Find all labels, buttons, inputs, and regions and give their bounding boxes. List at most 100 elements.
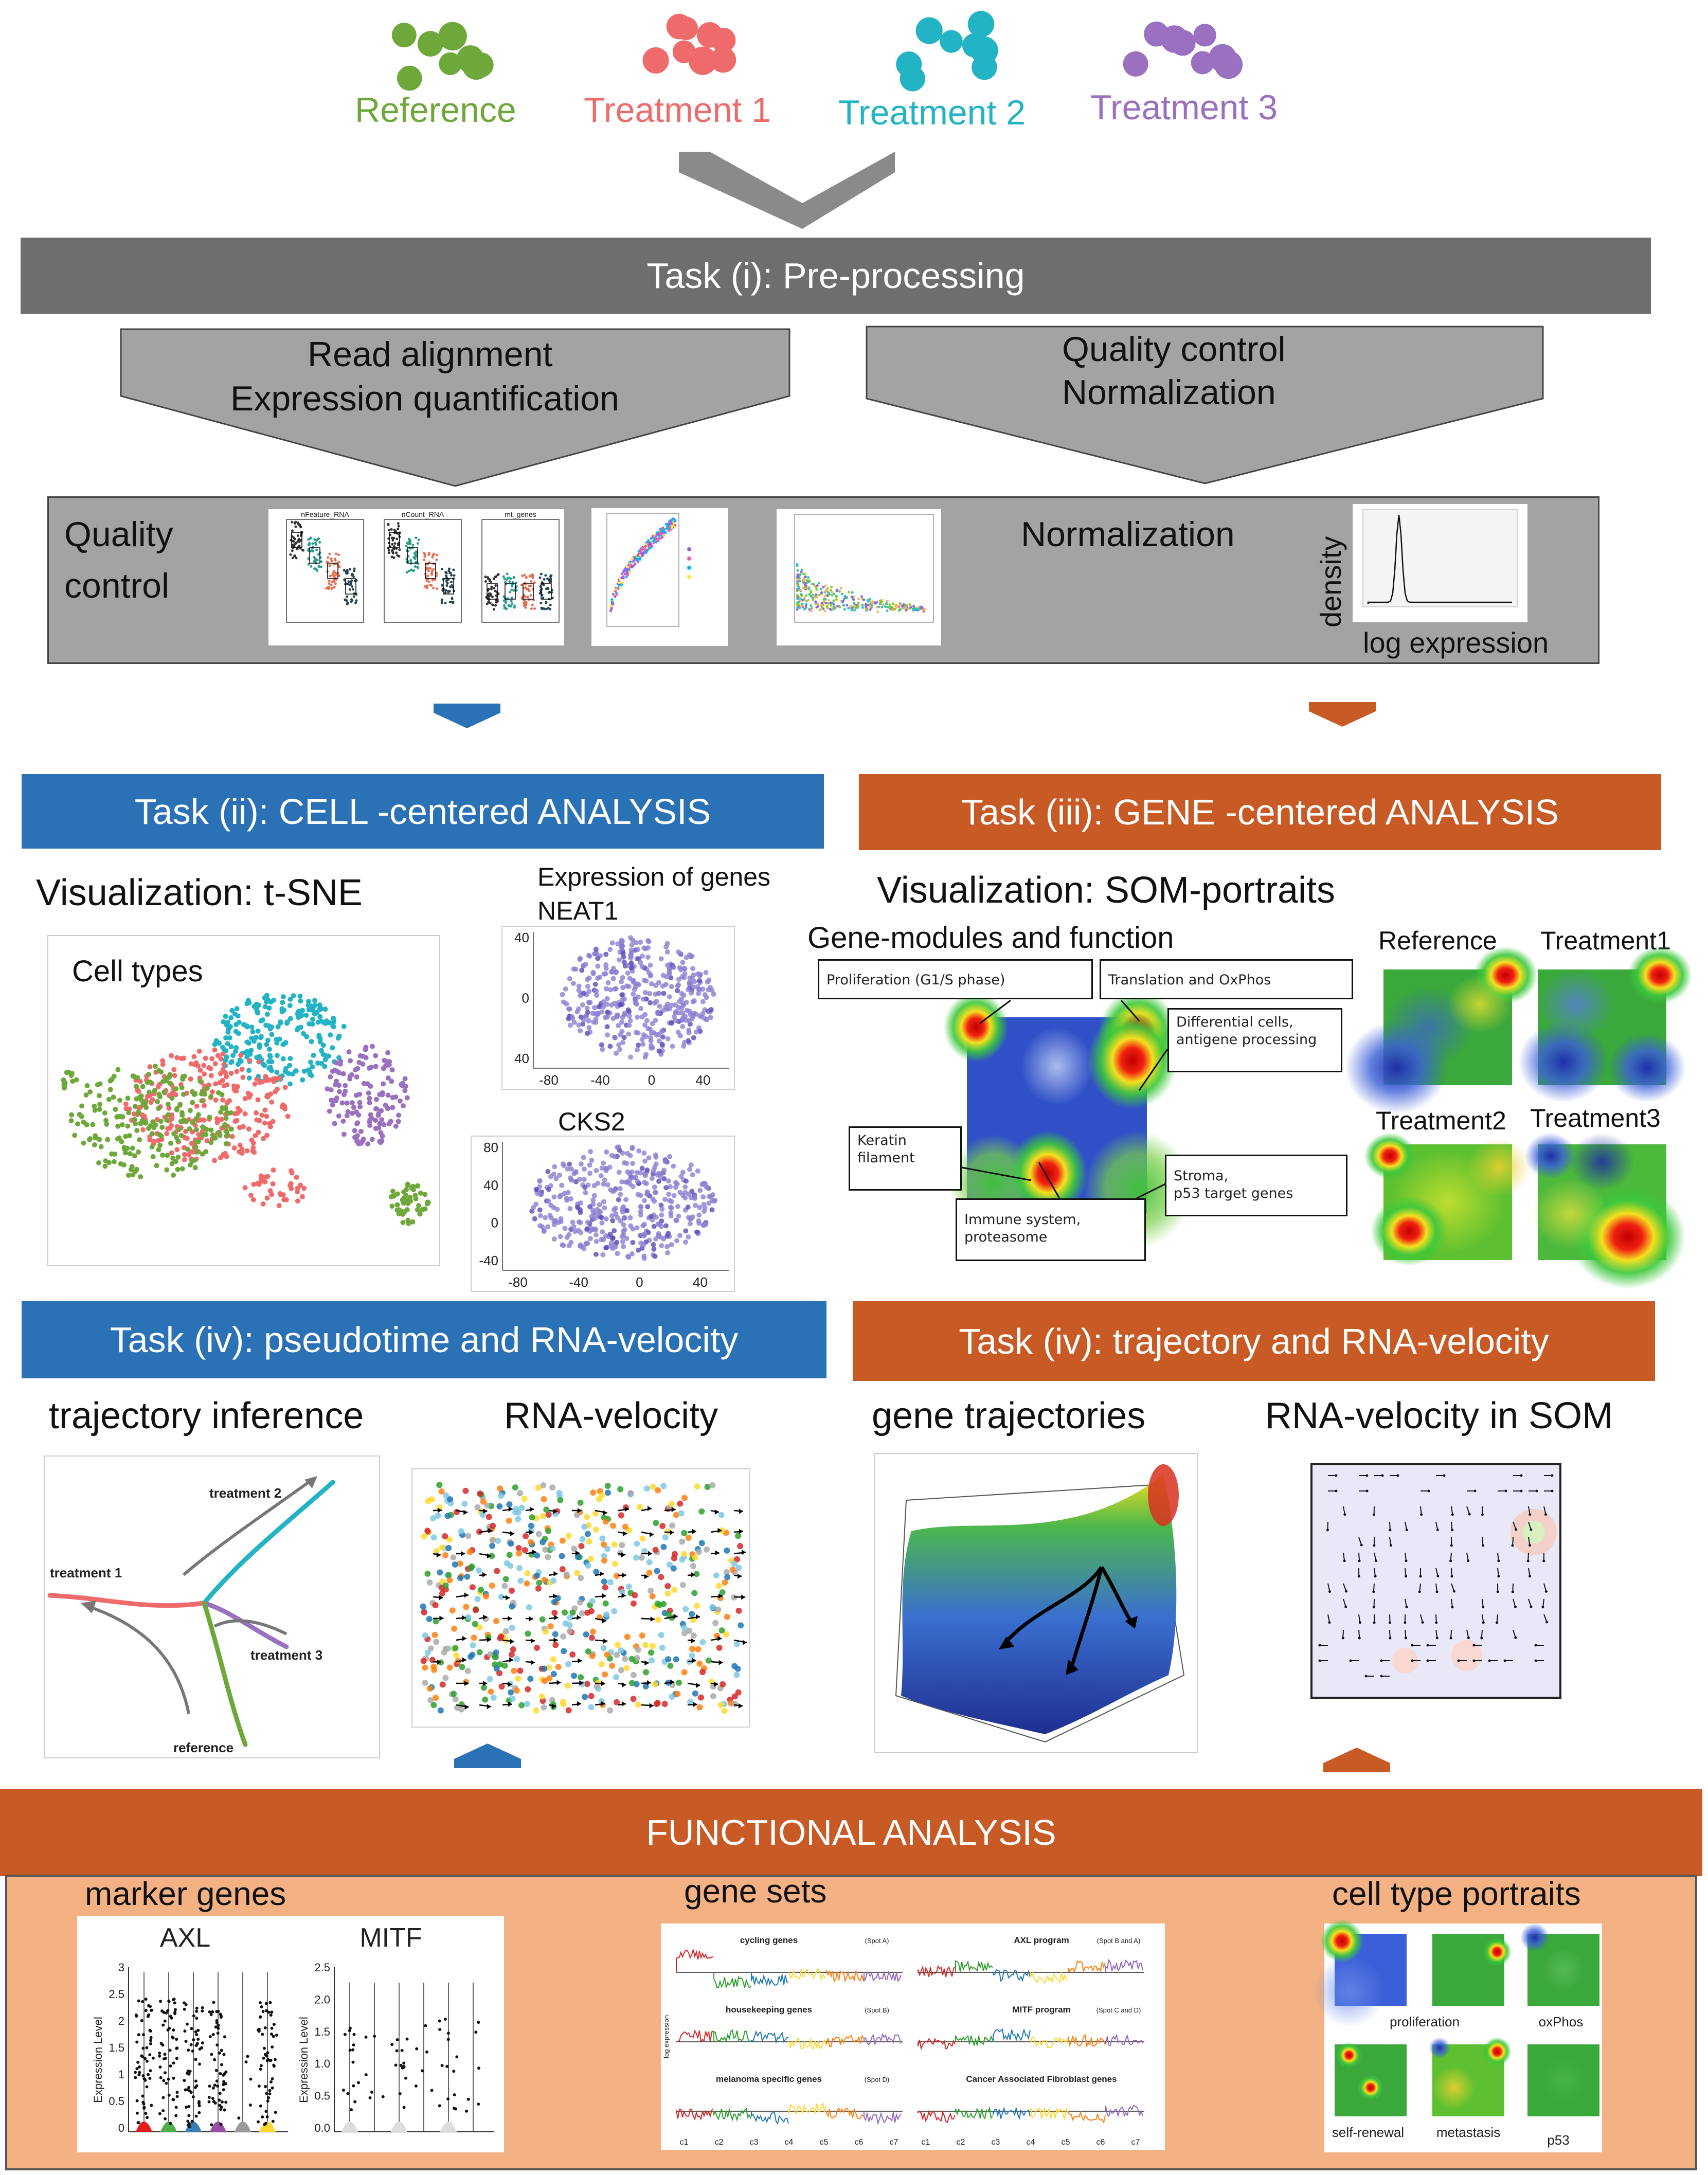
velocity-cell: [436, 1482, 443, 1488]
expression-point: [629, 965, 635, 970]
qc-point: [291, 535, 294, 538]
cell-point: [287, 1003, 293, 1009]
normalization-label: Normalization: [1021, 515, 1235, 554]
velocity-cell: [627, 1491, 634, 1498]
violin-y-tick: 1: [118, 2068, 124, 2081]
expression-point: [627, 1181, 633, 1187]
expression-point: [686, 1027, 692, 1033]
cell-point: [400, 1083, 406, 1089]
qc-scatter-point: [670, 518, 673, 522]
violin-point: [137, 1999, 140, 2003]
violin-point: [261, 2115, 264, 2119]
cell-point: [190, 1120, 195, 1126]
qc-point: [444, 601, 447, 604]
violin-point: [137, 2073, 141, 2077]
som-velocity-arrowhead: [1404, 1637, 1407, 1640]
qc-scatter-point: [920, 605, 923, 608]
expression-point: [623, 1197, 629, 1202]
som-velocity-arrow: [1358, 1614, 1361, 1623]
violin-point: [194, 2086, 197, 2089]
qc-point: [490, 585, 493, 588]
cell-point: [240, 1074, 246, 1080]
cell-point: [208, 1127, 214, 1133]
qc-point: [393, 528, 396, 531]
expression-point: [642, 1231, 648, 1237]
qc-point: [525, 601, 528, 604]
velocity-cell: [524, 1570, 531, 1576]
cell-point: [97, 1137, 102, 1142]
cell-point: [200, 1088, 205, 1094]
violin-point: [267, 2010, 271, 2014]
velocity-cell: [442, 1675, 449, 1681]
qc-point: [353, 569, 356, 572]
violin-point: [351, 2060, 355, 2064]
expression-point: [595, 1012, 601, 1017]
cell-point: [138, 1174, 143, 1180]
cell-point: [106, 1160, 112, 1165]
som-spot: [1320, 1919, 1363, 1963]
expression-point: [683, 1228, 689, 1234]
trajectory-node-label: treatment 3: [250, 1647, 322, 1663]
expression-point: [597, 975, 603, 980]
violin-point: [264, 2110, 268, 2113]
qc-point: [429, 567, 432, 570]
geneset-x-tick: c6: [1096, 2138, 1105, 2147]
functional-title: FUNCTIONAL ANALYSIS: [646, 1812, 1056, 1853]
qc-scatter-point: [621, 572, 624, 576]
violin-point: [194, 2044, 198, 2047]
cell-point: [70, 1078, 76, 1084]
expression-point: [600, 1252, 606, 1257]
velocity-arrowhead: [532, 1549, 536, 1555]
velocity-arrowhead: [717, 1527, 722, 1533]
cell-point: [135, 1075, 140, 1081]
cell-point: [231, 1145, 237, 1151]
qc-scatter-point: [814, 594, 817, 597]
som-modules-map: [943, 990, 1192, 1248]
cell-point: [304, 1034, 310, 1039]
expression-point: [615, 1144, 620, 1150]
qc-scatter-point: [882, 604, 885, 607]
cell-point: [220, 1097, 226, 1103]
cell-point: [126, 1110, 132, 1116]
expression-point: [612, 986, 618, 992]
expression-point: [627, 1018, 633, 1023]
velocity-cell: [540, 1513, 546, 1519]
expression-point: [580, 1002, 585, 1008]
cell-point: [312, 1011, 317, 1017]
velocity-cell: [508, 1540, 514, 1547]
cell-point: [395, 1119, 401, 1124]
velocity-cell: [495, 1537, 501, 1544]
velocity-arrowhead: [715, 1550, 720, 1556]
cell-point: [389, 1067, 395, 1073]
qc-point: [413, 555, 416, 559]
som-velocity-arrowhead: [1443, 1474, 1446, 1477]
cell-point: [148, 1100, 154, 1105]
qc-scatter-point: [864, 603, 867, 606]
cell-point: [147, 1137, 153, 1143]
qc-scatter-point: [894, 603, 897, 606]
violin-point: [167, 1999, 171, 2003]
cell-point: [276, 1076, 282, 1082]
expression-point: [585, 1241, 590, 1246]
cell-point: [289, 1170, 295, 1176]
violin-point: [466, 2097, 470, 2101]
qc-scatter-point: [629, 560, 632, 563]
qc-point: [390, 555, 393, 559]
cell-point: [123, 1106, 129, 1111]
qc-point: [451, 597, 454, 600]
expression-point: [601, 971, 607, 977]
cell-point: [369, 1116, 374, 1121]
violin-point: [443, 2018, 447, 2021]
velocity-cell: [738, 1622, 744, 1629]
cell-point: [109, 1151, 115, 1157]
velocity-cell: [574, 1570, 581, 1576]
velocity-cell: [669, 1694, 675, 1700]
qc-scatter-point: [850, 608, 853, 612]
cell-point: [269, 1024, 275, 1030]
cell-point: [288, 1181, 294, 1187]
som-spot: [1628, 946, 1692, 1004]
velocity-arrowhead: [670, 1530, 674, 1535]
qc-scatter-point: [638, 556, 641, 560]
velocity-cell: [510, 1646, 516, 1653]
